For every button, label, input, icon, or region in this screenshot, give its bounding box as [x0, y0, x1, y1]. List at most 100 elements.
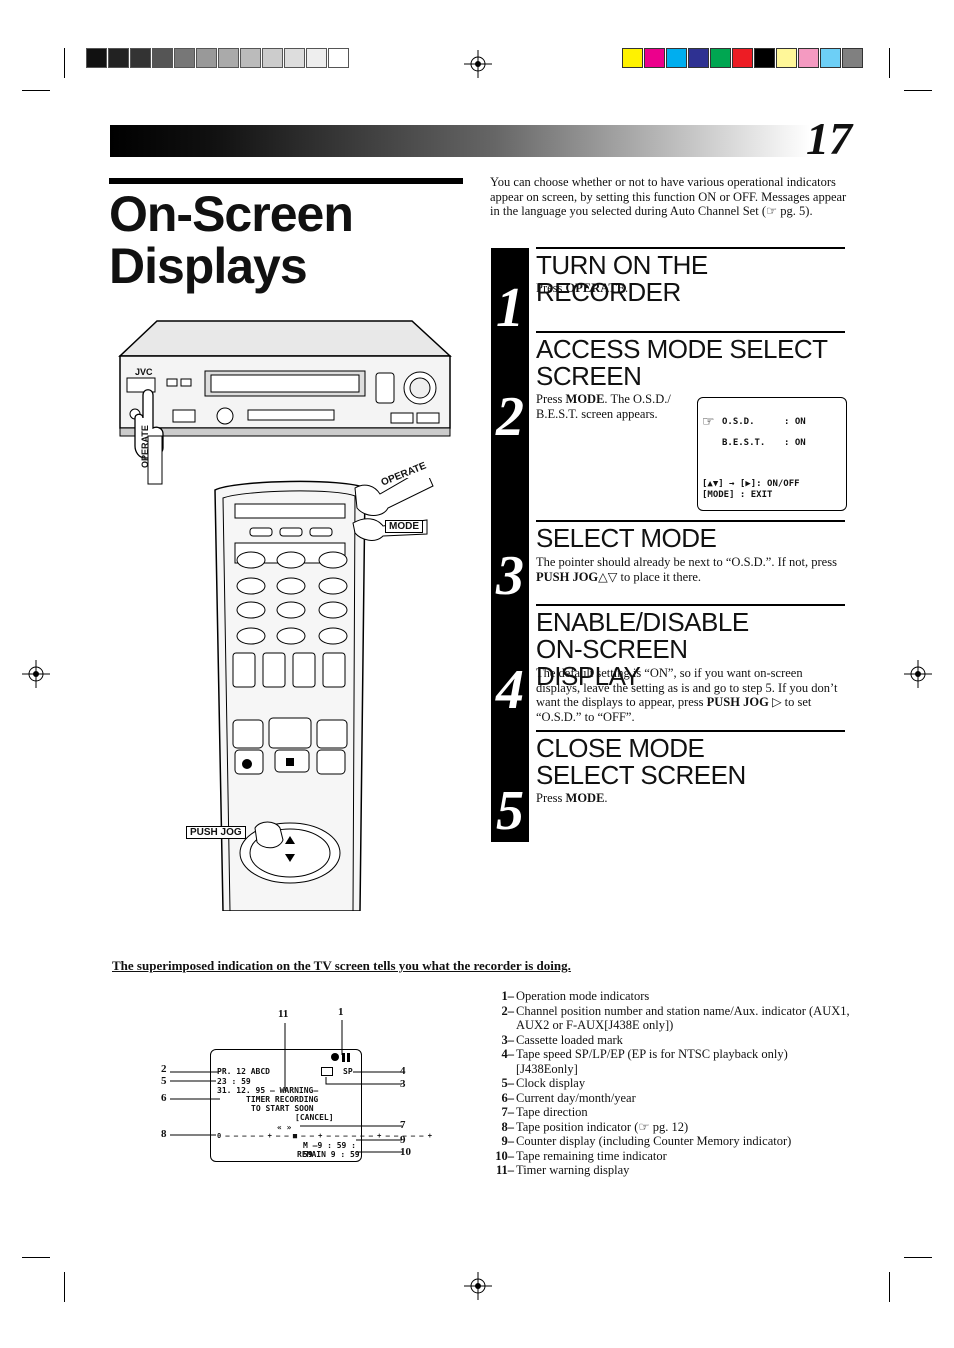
title-line-2: Displays [109, 238, 308, 294]
push-jog-label: PUSH JOG [186, 826, 246, 839]
legend-text: Timer warning display [516, 1163, 630, 1177]
remote-illustration [214, 478, 434, 911]
step-number-1: 1 [491, 248, 529, 339]
step-number-2: 2 [491, 332, 529, 521]
page-title: On-Screen Displays [109, 186, 354, 294]
legend-item: 7–Tape direction [490, 1105, 850, 1120]
registration-mark-right [904, 660, 932, 688]
intro-paragraph: You can choose whether or not to have va… [490, 175, 847, 218]
legend-text: Tape speed SP/LP/EP (EP is for NTSC play… [516, 1047, 788, 1076]
callout-7: 7 [400, 1119, 406, 1131]
legend-number: 7– [501, 1105, 515, 1119]
cancel-text: [CANCEL] [295, 1113, 334, 1122]
color-swatch [798, 48, 819, 68]
color-swatch [754, 48, 775, 68]
callout-11: 11 [278, 1008, 289, 1020]
step-rule-4 [536, 604, 845, 606]
remain-display: REMAIN 9 : 59 [297, 1150, 360, 1159]
callout-1: 1 [338, 1006, 344, 1018]
osd-row-label: O.S.D. [722, 417, 755, 427]
legend-number: 8– [501, 1119, 515, 1134]
legend-item: 10–Tape remaining time indicator [490, 1149, 850, 1164]
grayscale-calibration-bar [86, 48, 350, 68]
clock-display: 23 : 59 [217, 1077, 251, 1086]
callout-lines [170, 1020, 402, 1153]
legend-item: 1–Operation mode indicators [490, 989, 850, 1004]
step-number-3: 3 [491, 521, 529, 607]
gray-swatch [196, 48, 217, 68]
pause-icon [342, 1053, 345, 1062]
color-swatch [666, 48, 687, 68]
registration-mark-top [464, 50, 492, 78]
step-1-heading: TURN ON THE RECORDER [536, 250, 708, 307]
legend-text: Cassette loaded mark [516, 1032, 623, 1047]
legend-number: 3– [501, 1032, 515, 1047]
to-start-soon-text: TO START SOON [251, 1104, 314, 1113]
step-number-4: 4 [491, 605, 529, 731]
osd-best-screen: ☞ O.S.D. : ON B.E.S.T. : ON [▲▼] → [▶]: … [697, 397, 847, 511]
jvc-logo: JVC [135, 367, 153, 377]
color-swatch [710, 48, 731, 68]
legend-item: 2–Channel position number and station na… [490, 1004, 850, 1033]
step-5-heading: CLOSE MODE SELECT SCREEN [536, 733, 746, 790]
date-warning: 31. 12. 95 – WARNING– [217, 1086, 319, 1095]
legend-text: Counter display (including Counter Memor… [516, 1134, 792, 1148]
step-rule-2 [536, 331, 845, 333]
legend-text: Operation mode indicators [516, 989, 650, 1003]
gray-swatch [284, 48, 305, 68]
step-number-5: 5 [491, 731, 529, 842]
step-5-text: Press MODE. [536, 791, 608, 805]
gray-swatch [262, 48, 283, 68]
title-rule [109, 178, 463, 184]
step-2-heading: ACCESS MODE SELECT SCREEN [536, 334, 828, 391]
legend-number: 6– [501, 1090, 515, 1105]
record-indicator-icon [331, 1053, 339, 1061]
vcr-illustration [118, 320, 452, 485]
legend-text: Tape position indicator (☞ pg. 12) [516, 1119, 689, 1134]
tape-direction: « » [277, 1123, 292, 1132]
registration-mark-left [22, 660, 50, 688]
legend-item: 9–Counter display (including Counter Mem… [490, 1134, 850, 1149]
callout-9: 9 [400, 1134, 406, 1146]
callout-2: 2 [161, 1063, 167, 1075]
pointer-hand-icon: ☞ [702, 414, 715, 430]
tape-speed: SP [343, 1067, 353, 1076]
osd-hint-toggle: [▲▼] → [▶]: ON/OFF [702, 479, 800, 489]
color-swatch [776, 48, 797, 68]
gray-swatch [306, 48, 327, 68]
channel-display: PR. 12 ABCD [217, 1067, 270, 1076]
legend-item: 8–Tape position indicator (☞ pg. 12) [490, 1120, 850, 1135]
osd-row-value: : ON [784, 417, 806, 427]
legend-text: Channel position number and station name… [516, 1003, 850, 1033]
legend-item: 5–Clock display [490, 1076, 850, 1091]
step-rule-1 [536, 247, 845, 249]
callout-8: 8 [161, 1128, 167, 1140]
legend-number: 5– [501, 1076, 515, 1090]
step-rule-3 [536, 520, 845, 522]
legend-item: 11–Timer warning display [490, 1163, 850, 1178]
gray-swatch [86, 48, 107, 68]
legend-item: 6–Current day/month/year [490, 1091, 850, 1106]
step-1-text: Press OPERATE. [536, 281, 629, 295]
page-number: 17 [806, 113, 852, 164]
color-swatch [842, 48, 863, 68]
color-swatch [732, 48, 753, 68]
header-gradient-band [110, 125, 810, 157]
gray-swatch [218, 48, 239, 68]
counter-display: M –9 : 59 : 59 [303, 1141, 356, 1159]
tape-position-bar: 0 – – – – – + – – ■ – – + – – – – – – + … [217, 1132, 432, 1140]
step-4-heading: ENABLE/DISABLE ON-SCREEN DISPLAY [536, 607, 749, 691]
gray-swatch [174, 48, 195, 68]
operate-label-vcr: OPERATE [140, 425, 154, 468]
best-row-value: : ON [784, 438, 806, 448]
color-swatch [820, 48, 841, 68]
indication-subheading: The superimposed indication on the TV sc… [112, 958, 571, 973]
step-3-text: The pointer should already be next to “O… [536, 555, 837, 584]
step-rule-5 [536, 730, 845, 732]
gray-swatch [152, 48, 173, 68]
callout-5: 5 [161, 1075, 167, 1087]
callout-6: 6 [161, 1092, 167, 1104]
title-line-1: On-Screen [109, 186, 354, 242]
legend-text: Current day/month/year [516, 1090, 636, 1105]
